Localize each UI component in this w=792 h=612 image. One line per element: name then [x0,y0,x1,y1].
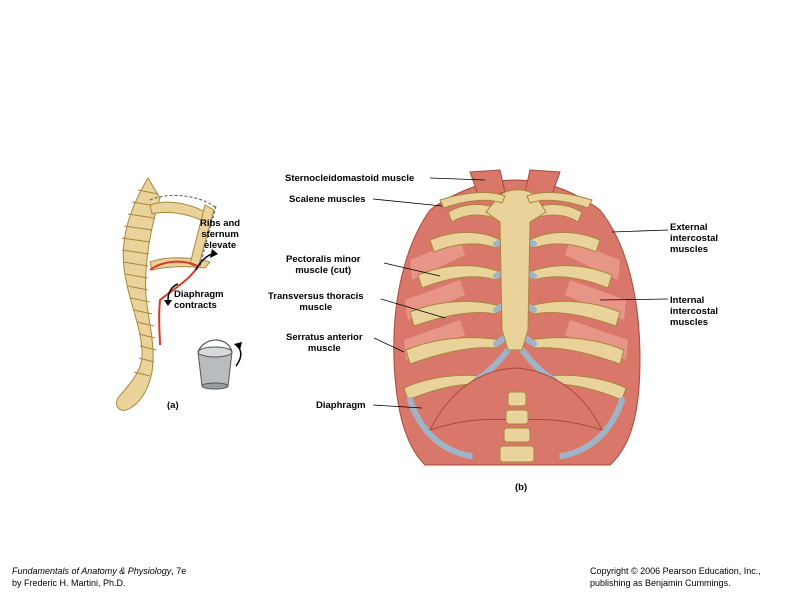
leader-lines [372,177,669,409]
caption-a: (a) [167,400,179,411]
label-diaphragm: Diaphragm [316,400,366,411]
footer-publisher: publishing as Benjamin Cummings. [590,578,731,588]
footer-book-line: Fundamentals of Anatomy & Physiology, 7e [12,566,186,577]
bucket-handle-icon [197,339,242,390]
label-internal-intercostal: Internal intercostal muscles [670,295,719,328]
label-ribs-sternum-elevate: Ribs and sternum elevate [200,218,241,251]
label-pectoralis-minor: Pectoralis minor muscle (cut) [286,254,361,276]
caption-b: (b) [515,482,528,493]
footer-book-title: Fundamentals of Anatomy & Physiology [12,566,172,576]
label-sternocleidomastoid: Sternocleidomastoid muscle [285,173,415,184]
label-transversus-thoracis: Transversus thoracis muscle [268,291,364,313]
label-external-intercostal: External intercostal muscles [670,222,719,255]
rib-cage-illustration [393,169,641,466]
spine-illustration [115,177,218,411]
label-serratus-anterior: Serratus anterior muscle [286,332,363,354]
label-diaphragm-contracts: Diaphragm contracts [174,289,224,311]
footer-edition: , 7e [171,566,187,576]
label-scalene: Scalene muscles [289,194,366,205]
footer-copyright: Copyright © 2006 Pearson Education, Inc.… [590,566,761,576]
footer-author: by Frederic H. Martini, Ph.D. [12,578,126,588]
